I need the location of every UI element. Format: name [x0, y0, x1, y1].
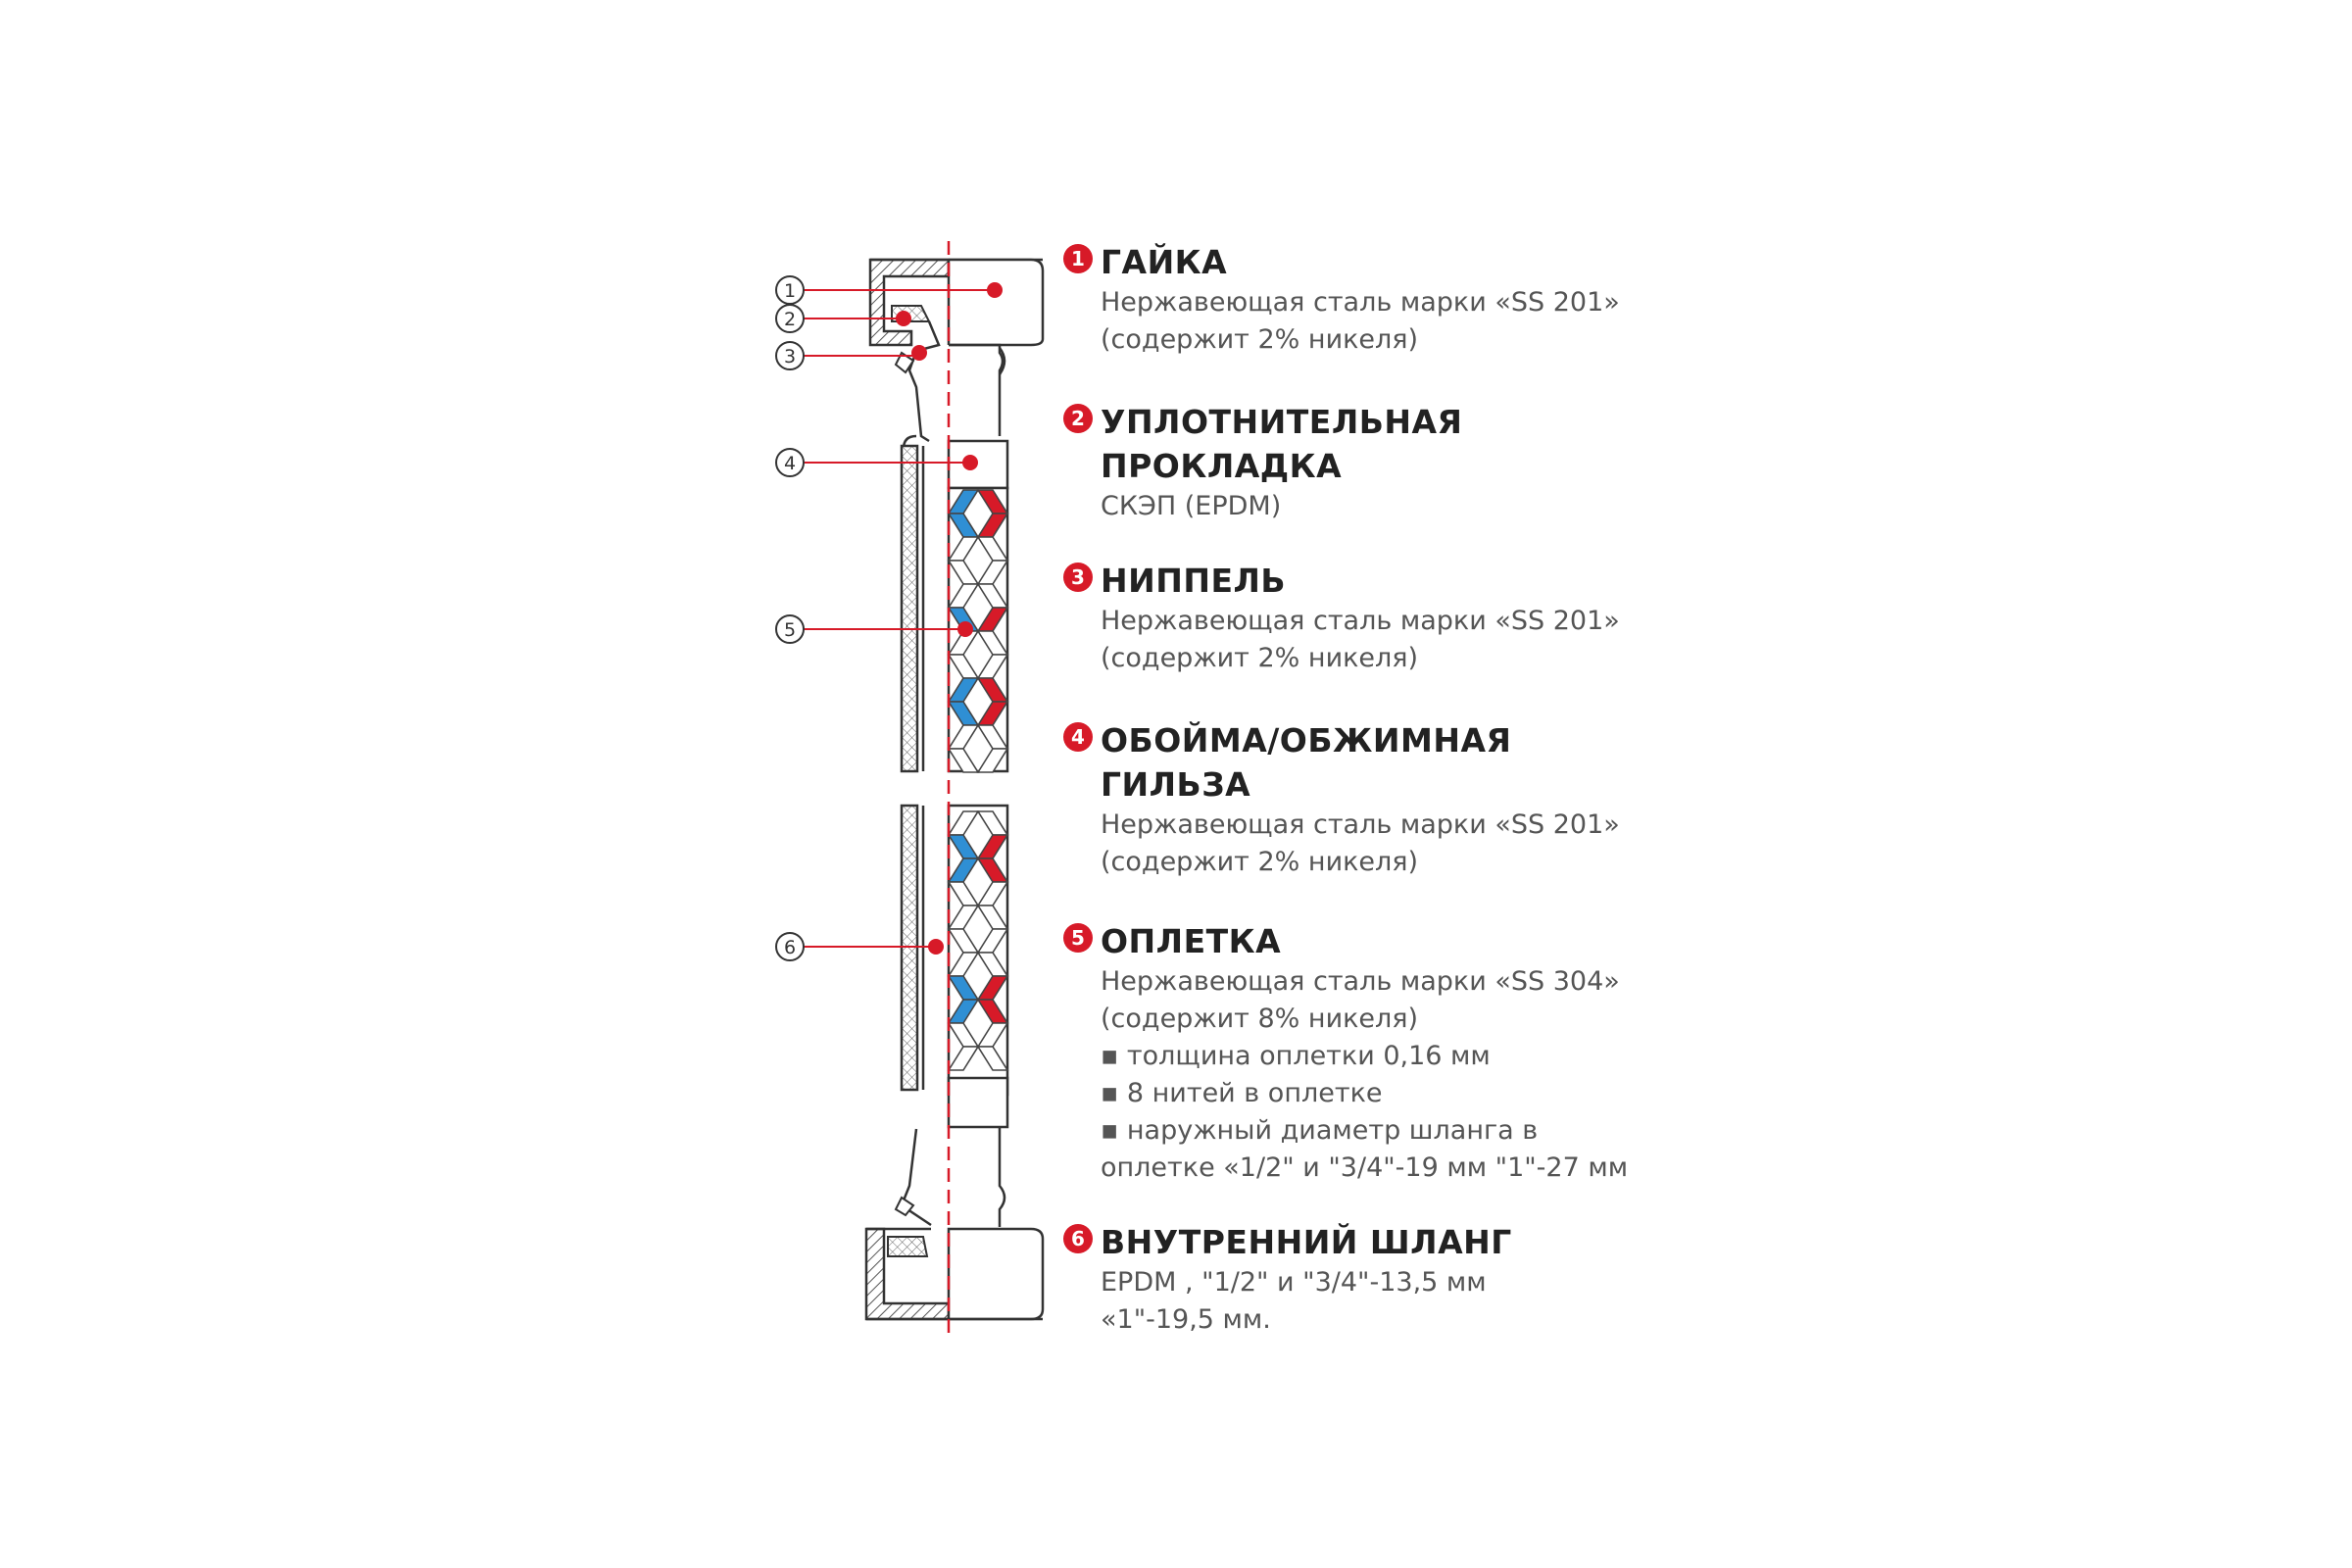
braid-pattern-upper — [947, 489, 1009, 773]
legend-item-inner-hose: 6 ВНУТРЕННИЙ ШЛАНГ EPDM , "1/2" и "3/4"-… — [1063, 1220, 1690, 1339]
bottom-gasket — [887, 1236, 929, 1257]
callout-dot — [896, 311, 911, 326]
callout-3: 3 — [775, 341, 927, 370]
callout-number: 4 — [784, 453, 796, 474]
callout-dot — [928, 939, 944, 955]
legend-title: НИППЕЛЬ — [1101, 562, 1287, 600]
callout-dot — [957, 621, 973, 637]
callout-circle — [775, 448, 805, 477]
bottom-nut — [864, 1227, 1045, 1321]
legend-description: EPDM , "1/2" и "3/4"-13,5 мм«1"-19,5 мм. — [1101, 1267, 1487, 1335]
callout-5: 5 — [775, 614, 973, 644]
legend-item-nut: 1 ГАЙКА Нержавеющая сталь марки «SS 201»… — [1063, 240, 1690, 359]
callout-4: 4 — [775, 448, 978, 477]
top-ferrule — [902, 434, 1009, 490]
callout-dot — [911, 345, 927, 361]
top-nut — [868, 258, 1045, 347]
callout-2: 2 — [775, 304, 911, 333]
legend-description: Нержавеющая сталь марки «SS 201»(содержи… — [1101, 287, 1620, 355]
upper-hose-section — [900, 444, 1009, 773]
legend-badge: 1 — [1063, 244, 1093, 273]
callout-circle — [775, 304, 805, 333]
legend-badge: 2 — [1063, 404, 1093, 433]
top-nipple — [894, 320, 1006, 443]
legend-description: Нержавеющая сталь марки «SS 201»(содержи… — [1101, 809, 1620, 877]
callout-number: 2 — [784, 309, 796, 330]
callout-6: 6 — [775, 932, 944, 961]
legend-badge: 3 — [1063, 563, 1093, 592]
legend-item-braid: 5 ОПЛЕТКА Нержавеющая сталь марки «SS 30… — [1063, 919, 1690, 1187]
callout-circle — [775, 932, 805, 961]
callout-dot — [987, 282, 1003, 298]
callout-circle — [775, 614, 805, 644]
legend-item-nipple: 3 НИППЕЛЬ Нержавеющая сталь марки «SS 20… — [1063, 559, 1690, 677]
legend-title: ОПЛЕТКА — [1101, 922, 1282, 960]
callout-number: 5 — [784, 619, 796, 641]
legend-description: Нержавеющая сталь марки «SS 304»(содержи… — [1101, 966, 1629, 1183]
callout-number: 3 — [784, 346, 796, 368]
callout-1: 1 — [775, 275, 1003, 305]
braid-strand — [976, 748, 1009, 773]
callout-number: 1 — [784, 280, 796, 302]
legend-description: СКЭП (EPDM) — [1101, 491, 1282, 521]
bottom-nipple — [894, 1127, 1006, 1227]
braid-pattern-lower — [947, 810, 1009, 1071]
lower-hose-section — [900, 804, 1009, 1129]
legend-title: ВНУТРЕННИЙ ШЛАНГ — [1101, 1223, 1512, 1261]
braid-strand — [976, 1046, 1009, 1071]
legend-badge: 4 — [1063, 722, 1093, 752]
legend-description: Нержавеющая сталь марки «SS 201»(содержи… — [1101, 606, 1620, 673]
legend-badge: 6 — [1063, 1224, 1093, 1253]
callout-number: 6 — [784, 937, 796, 958]
callout-dot — [962, 455, 978, 470]
legend-badge: 5 — [1063, 923, 1093, 953]
callout-circle — [775, 341, 805, 370]
legend-title: ГАЙКА — [1101, 243, 1228, 281]
